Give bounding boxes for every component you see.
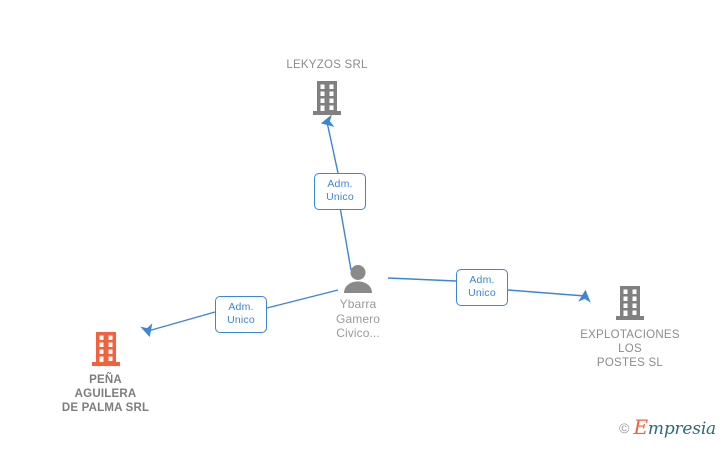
watermark-empresia: © Empresia xyxy=(619,417,716,438)
graph-node-person[interactable]: Ybarra Gamero Civico... xyxy=(298,264,418,341)
edge-person-to-pena xyxy=(140,289,339,338)
node-label-explotaciones: EXPLOTACIONES LOS POSTES SL xyxy=(580,329,680,370)
person-icon[interactable] xyxy=(338,264,378,294)
node-label-pena-aguilera: PEÑA AGUILERA DE PALMA SRL xyxy=(61,374,150,415)
edge-label-adm-unico-explotaciones[interactable]: Adm. Unico xyxy=(456,269,508,307)
node-label-person: Ybarra Gamero Civico... xyxy=(336,297,380,341)
node-label-lekyzos: LEKYZOS SRL xyxy=(286,59,368,71)
edge-label-adm-unico-lekyzos[interactable]: Adm. Unico xyxy=(314,173,366,211)
brand-wordmark: Empresia xyxy=(634,417,717,438)
building-icon[interactable] xyxy=(614,284,646,322)
edge-person-to-explotaciones xyxy=(387,277,591,303)
edge-person-to-lekyzos xyxy=(320,114,352,271)
brand-initial: E xyxy=(633,415,649,439)
graph-node-pena-aguilera[interactable]: PEÑA AGUILERA DE PALMA SRL xyxy=(28,330,183,415)
graph-node-explotaciones[interactable]: EXPLOTACIONES LOS POSTES SL xyxy=(562,284,698,370)
graph-node-lekyzos[interactable]: LEKYZOS SRL xyxy=(247,58,407,117)
brand-rest: mpresia xyxy=(647,419,716,439)
building-icon[interactable] xyxy=(311,79,343,117)
building-icon[interactable] xyxy=(90,330,122,368)
copyright-icon: © xyxy=(619,419,630,436)
edge-label-adm-unico-pena[interactable]: Adm. Unico xyxy=(215,296,267,334)
